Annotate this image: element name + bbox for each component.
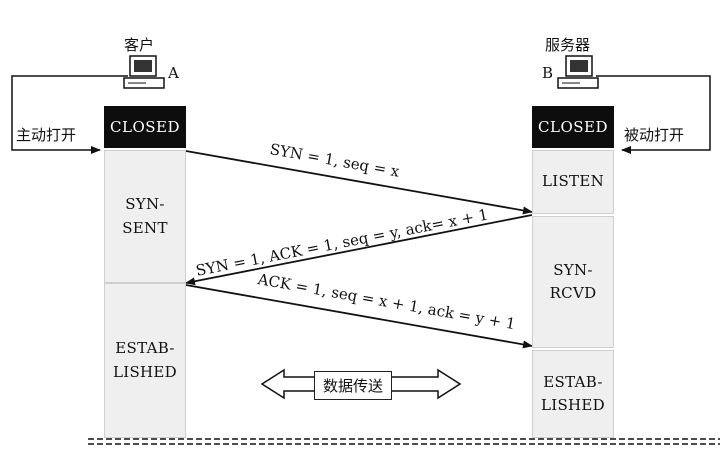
client-state-syn-sent-label: SYN- SENT — [122, 195, 168, 237]
data-transfer-label: 数据传送 — [314, 371, 393, 400]
syn-ack-arrow — [185, 214, 533, 286]
server-host-label: B — [542, 64, 554, 82]
server-closed-state: CLOSED — [532, 106, 614, 148]
server-state-syn-rcvd-label: SYN- RCVD — [549, 260, 597, 302]
server-state-syn-rcvd: SYN- RCVD — [532, 216, 614, 348]
server-open-loop — [596, 75, 711, 154]
server-state-established-label: ESTAB- LISHED — [540, 372, 606, 414]
server-state-listen-label: LISTEN — [541, 172, 605, 191]
client-computer-icon — [123, 55, 165, 89]
client-open-loop — [11, 75, 128, 154]
server-computer-icon — [557, 55, 599, 89]
server-state-established: ESTAB- LISHED — [532, 350, 614, 438]
client-host-label: A — [168, 64, 179, 82]
client-closed-state: CLOSED — [104, 106, 186, 148]
server-title: 服务器 — [545, 36, 591, 54]
server-state-listen: LISTEN — [532, 150, 614, 214]
client-state-syn-sent: SYN- SENT — [104, 150, 186, 283]
client-title: 客户 — [124, 36, 155, 54]
ack-arrow — [185, 284, 533, 349]
client-state-established: ESTAB- LISHED — [104, 283, 186, 438]
client-state-established-label: ESTAB- LISHED — [112, 339, 178, 381]
syn-arrow — [185, 150, 533, 215]
client-action-label: 主动打开 — [16, 126, 77, 144]
server-action-label: 被动打开 — [624, 126, 685, 144]
